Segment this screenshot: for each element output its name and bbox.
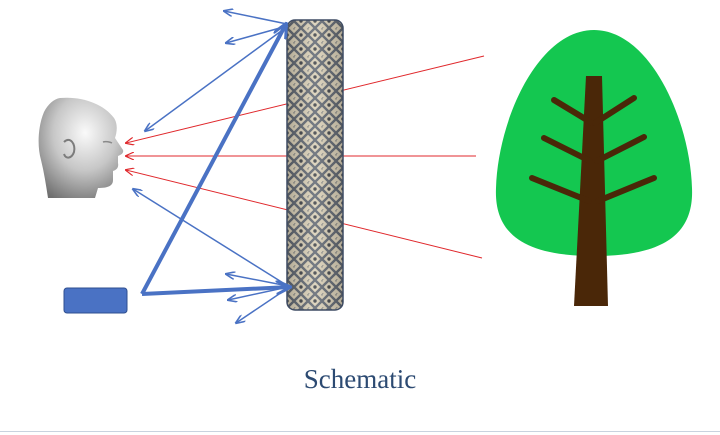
mesh-panel-icon — [286, 19, 344, 311]
light-source-icon — [63, 287, 128, 314]
blue-scatter-arrow — [145, 25, 289, 131]
bottom-divider — [0, 431, 720, 432]
human-head-icon — [38, 97, 124, 198]
blue-scatter-arrow — [236, 287, 289, 323]
blue-main-arrow-up — [140, 24, 286, 295]
blue-scatter-arrow — [226, 274, 289, 287]
blue-scatter-arrow — [226, 25, 288, 43]
blue-scatter-arrow — [224, 11, 288, 25]
tree-icon — [495, 30, 693, 306]
blue-light-arrows — [133, 11, 290, 323]
blue-scatter-arrow — [133, 189, 289, 287]
blue-main-arrow-right — [141, 287, 290, 296]
blue-scatter-arrow — [228, 286, 289, 300]
diagram-caption: Schematic — [303, 364, 417, 394]
